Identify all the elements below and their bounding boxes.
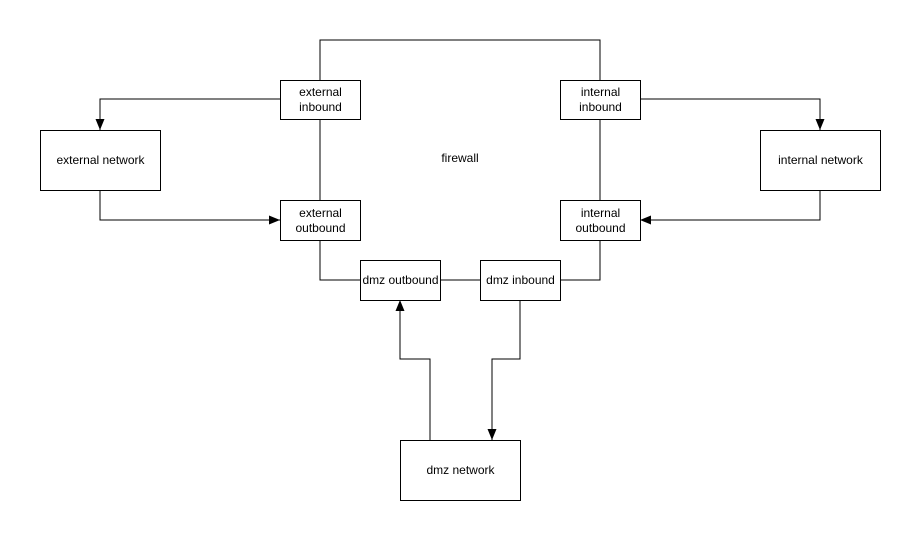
node-external-inbound: external inbound (280, 80, 361, 120)
node-label: external outbound (295, 205, 346, 235)
edge-external-outbound-to-dmz-outbound (319, 240, 360, 281)
node-internal-network: internal network (760, 130, 881, 191)
edge-dmz-network-to-dmz-outbound (395, 300, 431, 440)
node-dmz-outbound: dmz outbound (360, 260, 441, 301)
node-dmz-inbound: dmz inbound (480, 260, 561, 301)
firewall-label: firewall (441, 151, 479, 165)
edge-external-inbound-to-external-network (95, 98, 280, 130)
edge-internal-inbound-to-internal-network (640, 98, 825, 130)
node-label: internal outbound (575, 205, 626, 235)
edge-internal-network-to-internal-outbound (640, 190, 821, 225)
edge-dmz-inbound-to-dmz-network (487, 300, 521, 440)
edge-internal-outbound-to-dmz-inbound (560, 240, 601, 281)
node-label: internal inbound (579, 85, 622, 114)
node-external-outbound: external outbound (280, 200, 361, 241)
node-dmz-network: dmz network (400, 440, 521, 501)
node-label: dmz network (426, 463, 495, 477)
node-internal-inbound: internal inbound (560, 80, 641, 120)
node-label: external network (56, 153, 145, 167)
node-label: dmz inbound (486, 273, 555, 287)
node-internal-outbound: internal outbound (560, 200, 641, 241)
edge-external-network-to-external-outbound (99, 190, 280, 225)
node-label: external inbound (299, 85, 342, 114)
node-label: internal network (778, 153, 863, 167)
node-label: dmz outbound (362, 273, 439, 287)
edge-external-inbound-to-internal-inbound (319, 39, 601, 80)
node-external-network: external network (40, 130, 161, 191)
